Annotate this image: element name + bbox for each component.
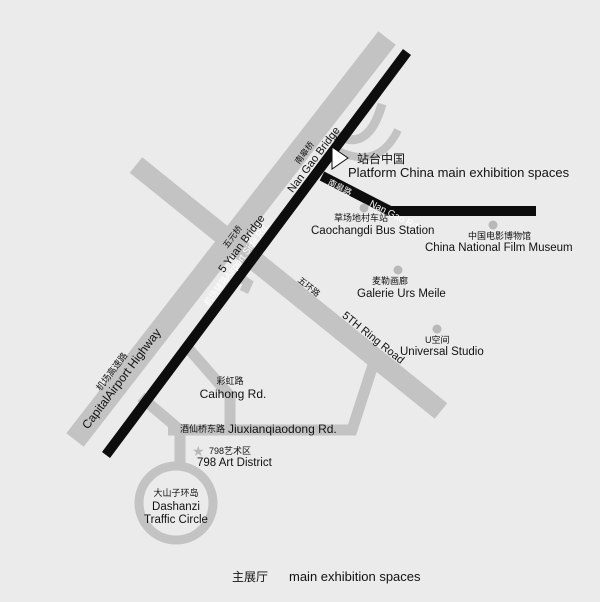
caochangdi-bus-label-en: Caochangdi Bus Station <box>311 225 434 237</box>
film-museum-dot-icon[interactable] <box>488 220 498 230</box>
major-roads <box>101 49 536 458</box>
capital-airport-highway-line <box>101 49 412 458</box>
galerie-urs-meile-label-en: Galerie Urs Meile <box>357 288 446 300</box>
caihong-rd-label-en: Caihong Rd. <box>200 387 267 401</box>
dashanzi-traffic-circle <box>134 461 218 545</box>
legend-label-cn: 主展厅 <box>232 570 268 584</box>
galerie-urs-meile-label-cn: 麦勒画廊 <box>372 275 408 286</box>
caihong-road-line <box>183 344 236 432</box>
jiuxianqiao-rd-label-en: Jiuxianqiaodong Rd. <box>228 422 337 436</box>
dashanzi-label-en-2: Traffic Circle <box>144 514 208 526</box>
art-district-798-star-icon[interactable]: ★ <box>192 444 205 460</box>
points-of-interest: 站台中国 Platform China main exhibition spac… <box>144 146 573 526</box>
art-district-798-label-cn: 798艺术区 <box>209 445 251 456</box>
caochangdi-bus-dot-icon[interactable] <box>359 203 369 213</box>
dashanzi-label-cn: 大山子环岛 <box>153 487 198 498</box>
nan-gao-road-line <box>319 171 536 216</box>
platform-china-label-cn: 站台中国 <box>357 151 405 166</box>
legend: 主展厅 main exhibition spaces <box>232 569 421 584</box>
road-to-dashanzi <box>137 392 186 465</box>
universal-studio-dot-icon[interactable] <box>432 324 442 334</box>
highway-label-en: CapitalAirport Highway <box>79 326 164 432</box>
platform-access-road-2 <box>334 128 402 162</box>
film-museum-label-en: China National Film Museum <box>425 242 573 254</box>
fifth-ring-road-line <box>129 157 448 419</box>
galerie-urs-meile-dot-icon[interactable] <box>393 265 403 275</box>
universal-studio-label-cn: U空间 <box>425 334 450 345</box>
caochangdi-bus-label-cn: 草场地村车站 <box>334 212 388 223</box>
platform-china-marker-icon[interactable] <box>331 146 349 170</box>
film-museum-label-cn: 中国电影博物馆 <box>468 230 531 241</box>
legend-label-en: main exhibition spaces <box>289 569 421 584</box>
art-district-798-label-en: 798 Art District <box>197 457 273 469</box>
platform-china-label-en: Platform China main exhibition spaces <box>348 165 570 180</box>
dashanzi-label-en-1: Dashanzi <box>152 501 200 513</box>
highway-side-band <box>66 31 396 447</box>
caihong-rd-label-cn: 彩虹路 <box>216 375 243 386</box>
jiuxianqiao-rd-label-cn: 酒仙桥东路 <box>180 423 225 434</box>
universal-studio-label-en: Universal Studio <box>400 346 484 358</box>
